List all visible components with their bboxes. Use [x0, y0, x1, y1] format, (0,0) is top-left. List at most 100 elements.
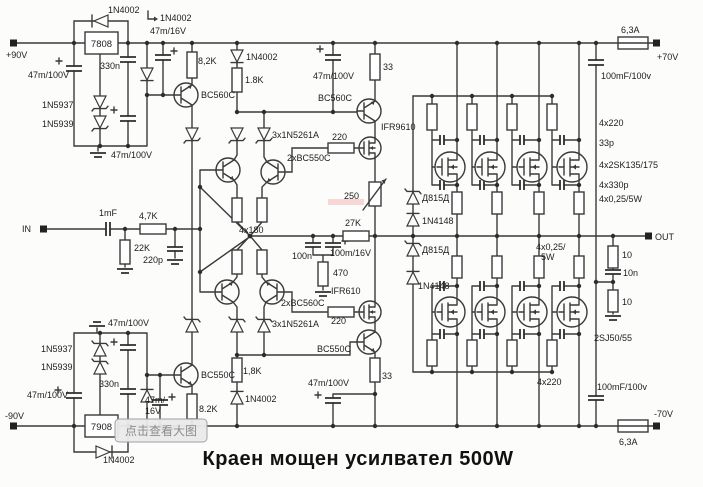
- label-zeners-top: 3x1N5261A: [272, 130, 319, 140]
- mosfet-ifr610: [358, 300, 382, 324]
- label-src-res-b2: 5W: [541, 252, 555, 262]
- label-bypass-diode-bot: 1N4002: [103, 455, 135, 465]
- out-rail-and-bias-wires: [249, 42, 646, 427]
- mosfet-2sk135-3: [516, 151, 548, 183]
- resistor-180-2: [256, 197, 268, 223]
- label-res-33-top: 33: [383, 62, 393, 72]
- label-regulator-7908: 7908: [91, 422, 112, 433]
- label-aux-cap-bot-1: 47m/: [145, 395, 166, 405]
- label-aux-cap-bot-2: 16V: [145, 406, 161, 416]
- output-bank-bottom: [426, 255, 588, 367]
- label-ifr610: IFR610: [331, 286, 361, 296]
- label-zener-1n5937-bot: 1N5937: [41, 344, 73, 354]
- label-aux-diode: 1N4002: [160, 13, 192, 23]
- label-cap-47m-top: 47m/100V: [313, 71, 354, 81]
- label-minus70: -70V: [654, 409, 673, 419]
- label-zener-1n5939-top: 1N5939: [42, 119, 74, 129]
- terminal-minus90: [10, 422, 17, 430]
- resistor-27k: [342, 230, 370, 242]
- label-cap-100n: 100n: [292, 251, 312, 261]
- resistor-33-top: [369, 53, 381, 81]
- zener-1n5937-top: [91, 95, 109, 112]
- label-bc550c-vas: BC550C: [317, 344, 352, 354]
- label-cap-220p: 220p: [143, 255, 163, 265]
- label-bc550c-left: BC550C: [201, 370, 236, 380]
- label-bank-gate-res: 4x220: [599, 118, 624, 128]
- label-res-4x180: 4x180: [239, 225, 264, 235]
- zener-1n5937-bot: [91, 340, 109, 357]
- zener-row-top-3: [255, 127, 273, 144]
- mosfet-2sj50-1: [434, 296, 466, 328]
- regulator-top-section: [55, 14, 199, 158]
- terminal-minus70: [653, 422, 660, 430]
- mosfet-2sj50-4: [556, 296, 588, 328]
- fuse-bottom: [617, 419, 649, 433]
- resistor-4k7: [139, 223, 167, 235]
- label-bc560c-vas: BC560C: [318, 93, 353, 103]
- label-snub-c: 10n: [623, 268, 638, 278]
- label-plus90: +90V: [6, 50, 27, 60]
- mosfet-2sk135-4: [556, 151, 588, 183]
- diode-1n4148-top: [406, 211, 420, 227]
- zener-row-top-2: [228, 127, 246, 144]
- vas-lower-section: [183, 300, 382, 405]
- terminal-plus90: [10, 39, 17, 47]
- resistor-33-bot: [369, 357, 381, 383]
- label-bank-gate-caps: 4x330p: [599, 180, 629, 190]
- label-filter-cap-top: 330n: [100, 61, 120, 71]
- transistor-bc550c-vas: [356, 329, 382, 355]
- bypass-diode-top: [92, 14, 109, 28]
- resistor-180-4: [256, 249, 268, 275]
- resistor-470: [317, 261, 329, 287]
- label-minus90: -90V: [5, 411, 24, 421]
- label-res-470: 470: [333, 268, 348, 278]
- zener-row-top-1: [183, 127, 201, 144]
- label-pot-250: 250: [344, 191, 359, 201]
- terminal-plus70: [653, 39, 660, 47]
- label-diode-mid-top: 1N4002: [246, 52, 278, 62]
- resistor-220-bot: [327, 306, 355, 318]
- resistor-10-b: [607, 289, 619, 313]
- label-res-8k2-bot: 8.2K: [199, 404, 218, 414]
- label-res-8k2-top: 8,2K: [198, 56, 217, 66]
- label-bank-source-res: 4x0,25/5W: [599, 194, 643, 204]
- resistor-1k8-top: [231, 67, 243, 93]
- resistor-10-a: [607, 245, 619, 269]
- bypass-diode-bottom: [95, 445, 112, 459]
- resistor-180-1: [231, 197, 243, 223]
- label-reservoir-cap-bot: 47m/100V: [27, 390, 68, 400]
- labels: 1N4002 1N4002 47m/16V 7808 +90V 47m/100V…: [5, 5, 678, 465]
- label-pair-top: 2xBC550C: [287, 153, 331, 163]
- label-reservoir-cap-top: 47m/100V: [28, 70, 69, 80]
- label-decouple-cap-top: 47m/100V: [111, 150, 152, 160]
- resistor-220-top: [327, 142, 355, 154]
- label-zener-d815d-top: Д815Д: [422, 193, 449, 203]
- label-res-1k8-top: 1.8K: [245, 75, 264, 85]
- label-cap-100m: 100m/16V: [330, 248, 371, 258]
- label-bank-fets-bot: 2SJ50/55: [594, 333, 632, 343]
- trimmer-250: [362, 178, 387, 211]
- resistor-8k2-bot: [186, 393, 198, 420]
- label-snub-r1: 10: [622, 250, 632, 260]
- terminal-out: [645, 232, 652, 240]
- label-zener-1n5939-bot: 1N5939: [41, 362, 73, 372]
- resistor-1k8-bot: [231, 357, 243, 383]
- top-supply-wires: [16, 10, 619, 152]
- label-bank-gate-res-bot: 4x220: [537, 377, 562, 387]
- label-src-res-b1: 4x0,25/: [536, 242, 566, 252]
- mosfet-ifr9610: [358, 136, 382, 160]
- transistor-bc560c-left: [173, 82, 199, 108]
- regulator-7808-box: [84, 31, 119, 55]
- label-filter-cap-bot: 330n: [99, 379, 119, 389]
- label-res-33-bot: 33: [382, 371, 392, 381]
- label-res-22k: 22K: [134, 243, 150, 253]
- label-bc560c-left: BC560C: [201, 90, 236, 100]
- diode-1n4002-mid-bot: [230, 389, 244, 405]
- quad-bjt-bl: [214, 279, 240, 305]
- label-bank-fets-top: 4x2SK135/175: [599, 160, 658, 170]
- label-res-27k: 27K: [345, 218, 361, 228]
- zener-row-bot-2: [228, 316, 246, 333]
- zener-1n5939-bot: [91, 358, 109, 375]
